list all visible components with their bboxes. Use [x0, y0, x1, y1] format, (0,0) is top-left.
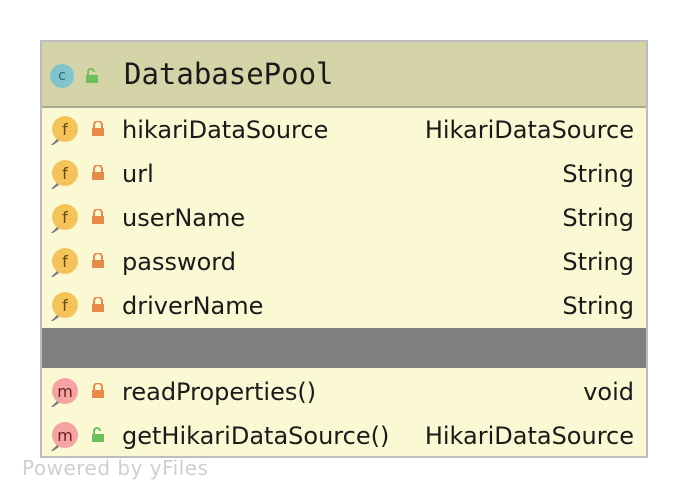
field-icon: f [52, 116, 78, 142]
class-icon: c [50, 64, 74, 88]
field-type: String [562, 292, 634, 320]
method-icon: m [52, 378, 78, 404]
lock-icon [92, 165, 104, 180]
method-return-type: HikariDataSource [424, 422, 634, 450]
lock-icon [92, 209, 104, 224]
field-icon: f [52, 160, 78, 186]
lock-icon [92, 383, 104, 398]
field-name: driverName [122, 292, 264, 320]
field-row[interactable]: f password String [42, 240, 646, 284]
class-name: DatabasePool [124, 57, 334, 91]
method-row[interactable]: m readProperties() void [42, 370, 646, 414]
unlock-icon [86, 68, 98, 83]
field-name: url [122, 160, 154, 188]
method-name: readProperties() [122, 378, 317, 406]
field-row[interactable]: f url String [42, 152, 646, 196]
field-name: password [122, 248, 236, 276]
unlock-icon [92, 427, 104, 442]
pin-icon [51, 139, 59, 145]
uml-class-box[interactable]: c DatabasePool f hikariDataSource Hikari… [40, 40, 648, 458]
lock-icon [92, 121, 104, 136]
watermark-text: Powered by yFiles [22, 456, 209, 480]
field-row[interactable]: f userName String [42, 196, 646, 240]
field-type: HikariDataSource [424, 116, 634, 144]
pin-icon [51, 183, 59, 189]
field-icon: f [52, 292, 78, 318]
field-name: hikariDataSource [122, 116, 329, 144]
method-row[interactable]: m getHikariDataSource() HikariDataSource [42, 414, 646, 458]
pin-icon [51, 401, 59, 407]
lock-icon [92, 297, 104, 312]
lock-icon [92, 253, 104, 268]
method-icon: m [52, 422, 78, 448]
field-row[interactable]: f hikariDataSource HikariDataSource [42, 108, 646, 152]
field-row[interactable]: f driverName String [42, 284, 646, 328]
field-type: String [562, 160, 634, 188]
class-header: c DatabasePool [42, 42, 646, 108]
method-return-type: void [583, 378, 634, 406]
field-icon: f [52, 204, 78, 230]
field-name: userName [122, 204, 246, 232]
field-type: String [562, 248, 634, 276]
pin-icon [51, 315, 59, 321]
method-name: getHikariDataSource() [122, 422, 390, 450]
field-icon: f [52, 248, 78, 274]
pin-icon [51, 271, 59, 277]
pin-icon [51, 445, 59, 451]
compartment-separator [42, 328, 646, 368]
field-type: String [562, 204, 634, 232]
pin-icon [51, 227, 59, 233]
